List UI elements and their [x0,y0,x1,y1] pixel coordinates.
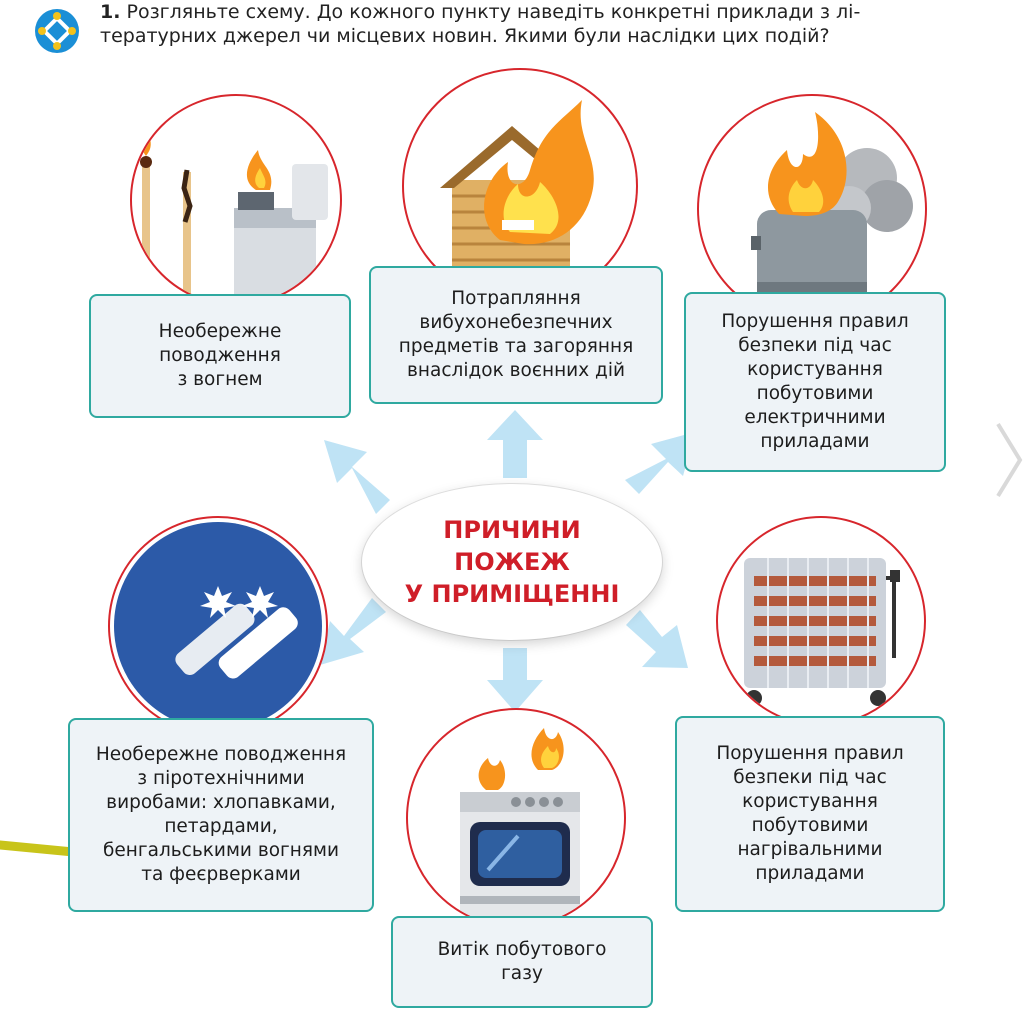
arrow-up-right [625,432,695,494]
cause-explosives: Потрапляння вибухонебезпечних предметів … [369,266,663,404]
arrow-down-left [320,598,386,665]
cause-electric-appliances: Порушення правил безпеки під час користу… [684,292,946,472]
gas-stove-illustration [406,708,626,928]
next-chevron-icon[interactable] [990,420,1023,500]
cause-pyrotechnics: Необережне поводження з піротехнічними в… [68,718,374,912]
burning-toaster-illustration [697,94,927,324]
arrow-down [487,648,543,712]
oil-heater-illustration [716,516,926,726]
matches-illustration [130,94,342,306]
task-number: 1. [100,1,121,23]
cause-fire-handling: Необережне поводження з вогнем [89,294,351,418]
task-icon [34,8,80,54]
cause-heating-appliances: Порушення правил безпеки під час користу… [675,716,945,912]
task-instruction: 1. Розгляньте схему. До кожного пункту н… [100,0,980,48]
cause-gas-leak: Витік побутового газу [391,916,653,1008]
task-text: Розгляньте схему. До кожного пункту наве… [100,1,861,47]
firecrackers-illustration [108,516,328,736]
central-title: ПРИЧИНИ ПОЖЕЖ У ПРИМІЩЕННІ [362,484,662,640]
arrow-down-right [626,610,688,668]
burning-house-illustration [402,68,638,304]
arrow-up-left [324,440,390,514]
arrow-up [487,410,543,478]
